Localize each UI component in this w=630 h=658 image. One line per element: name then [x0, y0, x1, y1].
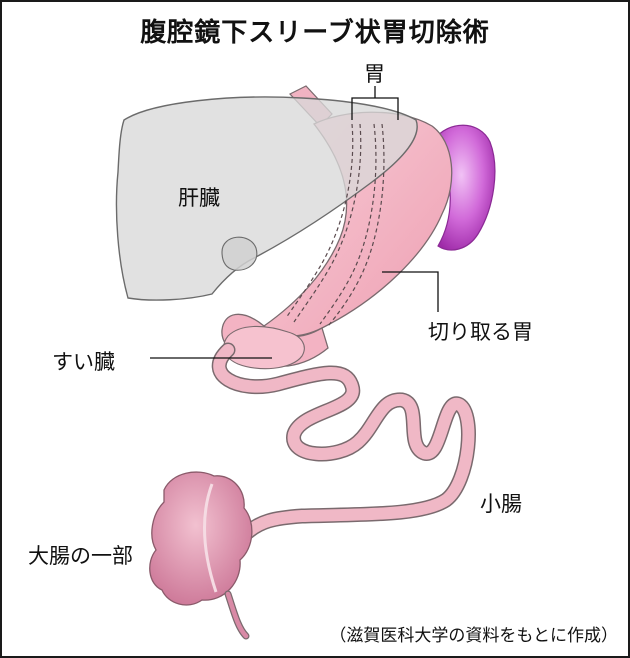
- liver: [115, 96, 418, 301]
- small-intestine-fill: [213, 344, 475, 538]
- label-large-intestine: 大腸の一部: [28, 544, 133, 568]
- staple-line-right-2: [327, 123, 385, 327]
- label-pancreas: すい臓: [52, 350, 115, 374]
- gallbladder: [221, 236, 258, 271]
- large-intestine: [149, 471, 253, 606]
- removed-stomach-leader: [382, 271, 439, 312]
- appendix-fill: [225, 591, 249, 639]
- label-liver: 肝臓: [178, 186, 220, 210]
- stomach-bracket: [351, 86, 399, 120]
- staple-line-left-2: [293, 123, 362, 323]
- diagram-title: 腹腔鏡下スリーブ状胃切除術: [140, 18, 490, 48]
- staple-line-left: [285, 123, 354, 319]
- source-note: （滋賀医科大学の資料をもとに作成）: [329, 626, 618, 646]
- large-intestine-crease: [202, 483, 218, 593]
- label-small-intestine: 小腸: [480, 492, 522, 516]
- staple-line-right: [319, 123, 377, 325]
- stomach: [263, 111, 453, 337]
- label-stomach: 胃: [364, 62, 385, 86]
- label-removed-stomach: 切り取る胃: [428, 320, 533, 344]
